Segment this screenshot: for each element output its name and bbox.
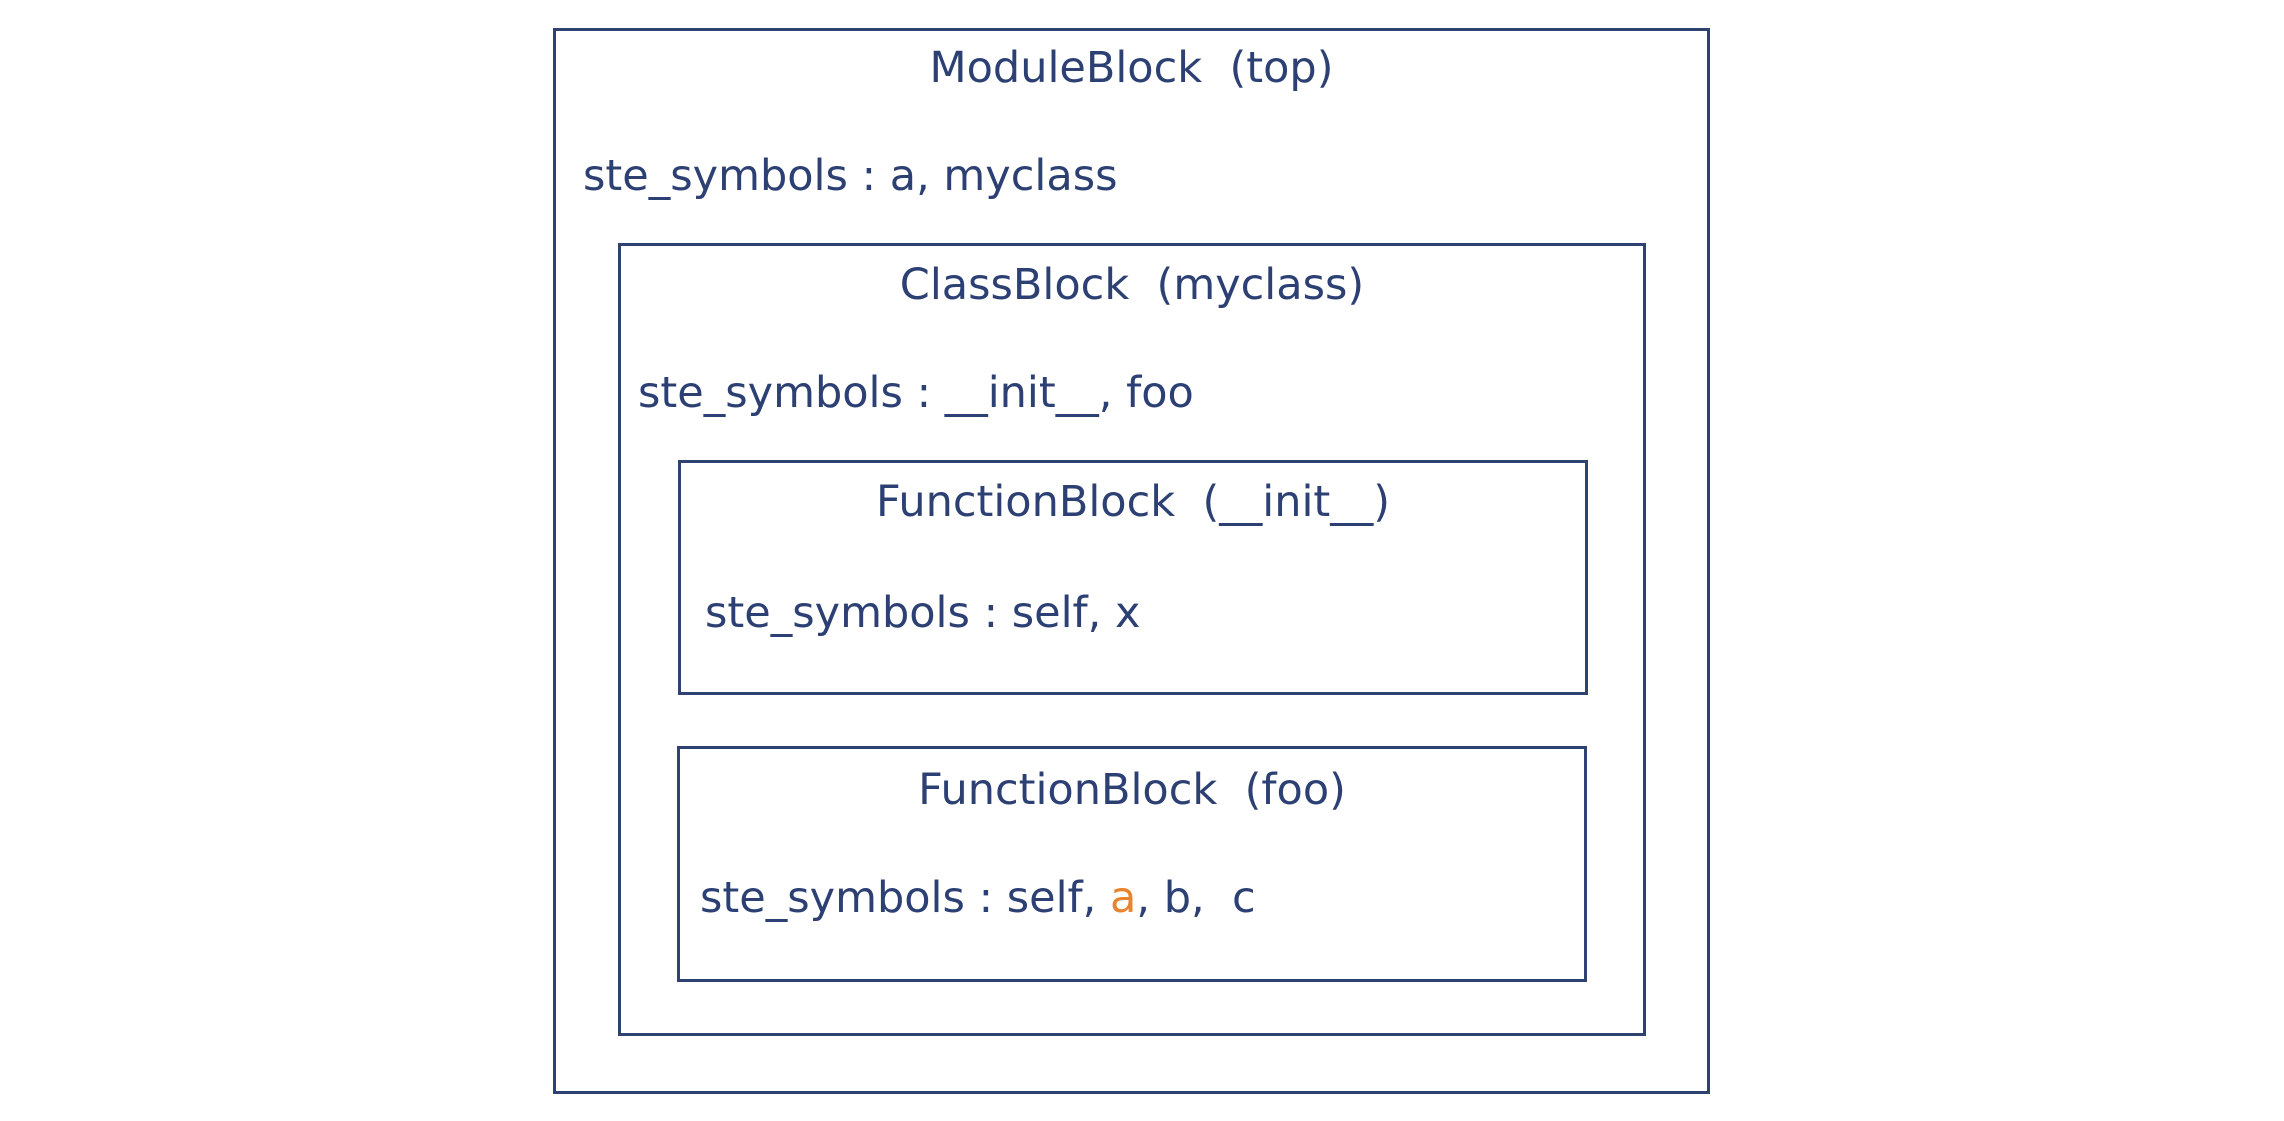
module-block-symbols: ste_symbols : a, myclass bbox=[583, 151, 1118, 201]
class-block-title: ClassBlock (myclass) bbox=[899, 260, 1365, 310]
function-block-init-title: FunctionBlock (__init__) bbox=[875, 477, 1391, 527]
function-block-init-symbols: ste_symbols : self, x bbox=[705, 588, 1141, 638]
function-block-foo-title: FunctionBlock (foo) bbox=[918, 765, 1346, 815]
function-block-foo: FunctionBlock (foo) ste_symbols : self, … bbox=[677, 746, 1587, 982]
module-block: ModuleBlock (top) ste_symbols : a, mycla… bbox=[553, 28, 1710, 1094]
foo-symbols-suffix: , b, c bbox=[1136, 873, 1256, 923]
foo-symbols-highlighted-a: a bbox=[1110, 873, 1137, 923]
function-block-init: FunctionBlock (__init__) ste_symbols : s… bbox=[678, 460, 1588, 695]
class-block-symbols: ste_symbols : __init__, foo bbox=[638, 368, 1194, 418]
foo-symbols-prefix: ste_symbols : self, bbox=[700, 873, 1111, 923]
function-block-foo-symbols: ste_symbols : self, a, b, c bbox=[700, 870, 1256, 926]
class-block: ClassBlock (myclass) ste_symbols : __ini… bbox=[618, 243, 1646, 1036]
module-block-title: ModuleBlock (top) bbox=[929, 43, 1334, 93]
